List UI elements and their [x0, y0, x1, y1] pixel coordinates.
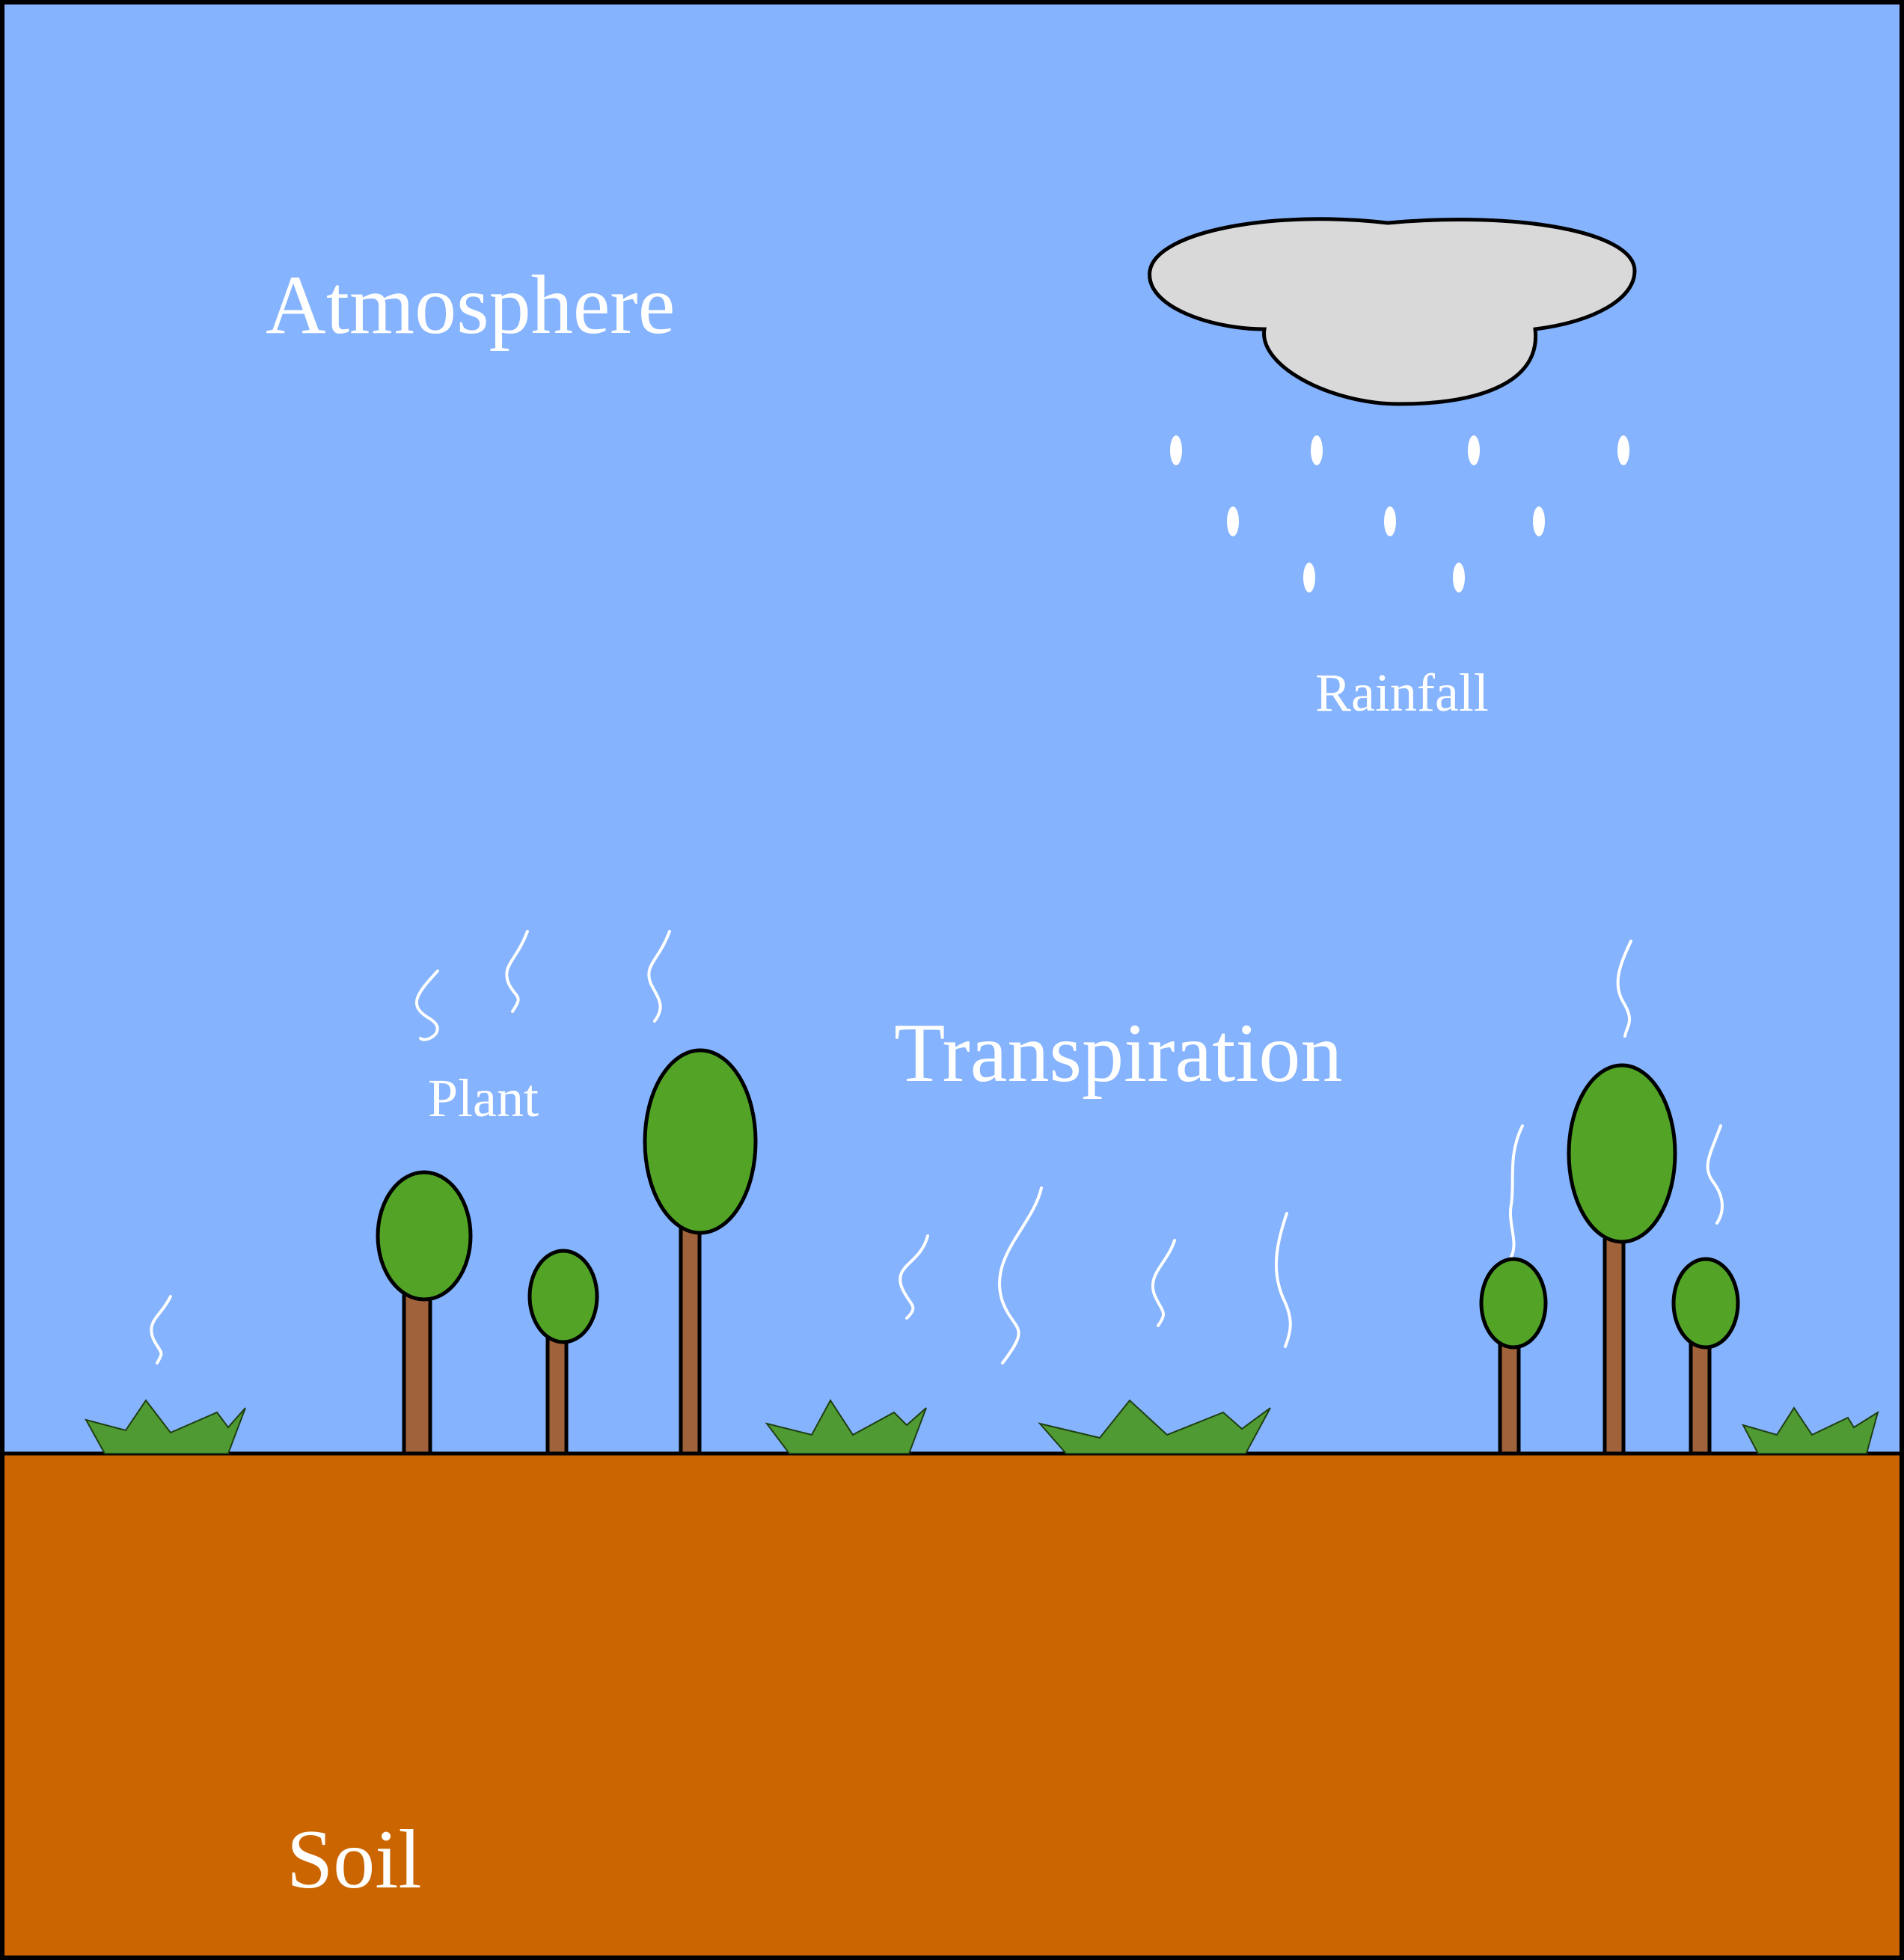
grass-tuft-icon [765, 1399, 927, 1454]
vapor-wisp-icon [1616, 940, 1632, 1038]
tree-icon [1479, 1257, 1548, 1456]
vapor-wisp-icon [1151, 1239, 1176, 1327]
tree-icon [1567, 1063, 1677, 1456]
raindrop-icon [1617, 435, 1629, 465]
raindrop-icon [1311, 435, 1323, 465]
vapor-wisp-icon [150, 1295, 172, 1365]
tree-icon [643, 1048, 758, 1456]
grass-tuft-icon [1742, 1406, 1879, 1454]
transpiration-label: Transpiration [894, 1007, 1342, 1100]
tree-icon [527, 1249, 599, 1456]
vapor-wisp-icon [647, 930, 671, 1023]
rainfall-label: Rainfall [1315, 663, 1489, 723]
raindrop-icon [1384, 506, 1396, 536]
grass-tufts [84, 1399, 1879, 1454]
grass-tuft-icon [84, 1399, 246, 1454]
vapor-wisp-icon [414, 970, 439, 1041]
soil-region [2, 1454, 1902, 1958]
trees [376, 1048, 1740, 1456]
vapor-wisps [150, 930, 1724, 1365]
vapor-wisp-icon [899, 1234, 929, 1320]
soil-label: Soil [287, 1813, 422, 1906]
vapor-wisp-icon [1706, 1124, 1724, 1225]
tree-icon [376, 1170, 473, 1456]
vapor-wisp-icon [997, 1186, 1043, 1365]
tree-icon [1671, 1257, 1740, 1456]
cloud-icon [1148, 217, 1637, 406]
raindrop-icon [1468, 435, 1480, 465]
raindrop-icon [1170, 435, 1182, 465]
vapor-wisp-icon [1275, 1212, 1292, 1348]
plant-label: Plant [428, 1068, 539, 1128]
raindrop-icon [1453, 563, 1465, 592]
grass-tuft-icon [1038, 1399, 1271, 1454]
raindrop-icon [1227, 506, 1239, 536]
raindrop-icon [1533, 506, 1545, 536]
atmosphere-label: Atmosphere [266, 259, 675, 352]
raindrop-icon [1303, 563, 1315, 592]
raindrops [1170, 435, 1629, 592]
vapor-wisp-icon [505, 930, 529, 1013]
